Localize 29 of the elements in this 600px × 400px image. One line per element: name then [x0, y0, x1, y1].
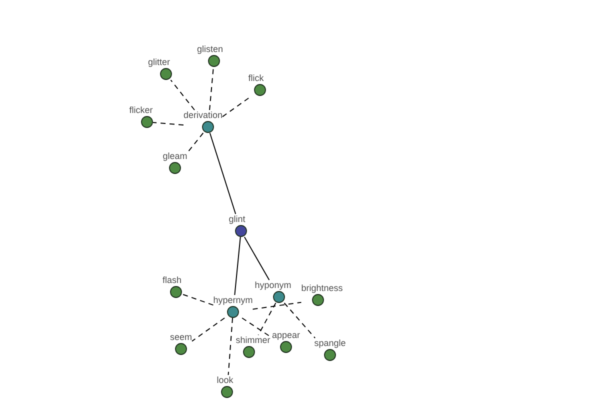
word-label: flash [162, 275, 182, 285]
connector-line [186, 132, 204, 154]
word-label: shimmer [236, 335, 270, 345]
connector-line [258, 302, 276, 336]
connector-line [234, 236, 241, 296]
connector-line [252, 302, 302, 310]
connector-line [170, 80, 196, 110]
connector-line [152, 122, 184, 126]
connector-line [182, 294, 214, 306]
word-label: hypernym [213, 295, 253, 305]
word-label: brightness [301, 283, 343, 293]
word-label: look [216, 375, 234, 385]
word-label: flick [248, 73, 264, 83]
word-label: spangle [314, 338, 346, 348]
connector-line [192, 318, 226, 342]
connector-line [244, 236, 270, 280]
word-label: glitter [148, 57, 170, 67]
word-label: glint [228, 214, 246, 224]
word-label: derivation [183, 110, 223, 120]
word-label: appear [272, 330, 300, 340]
word-label: gleam [162, 151, 188, 161]
connector-line [284, 302, 316, 338]
word-label: hyponym [254, 280, 292, 290]
word-label: seem [170, 332, 192, 342]
connector-line [209, 132, 236, 214]
word-label: flicker [129, 105, 153, 115]
connector-line [209, 66, 214, 110]
word-label: glisten [196, 44, 223, 54]
connector-line [228, 318, 234, 376]
